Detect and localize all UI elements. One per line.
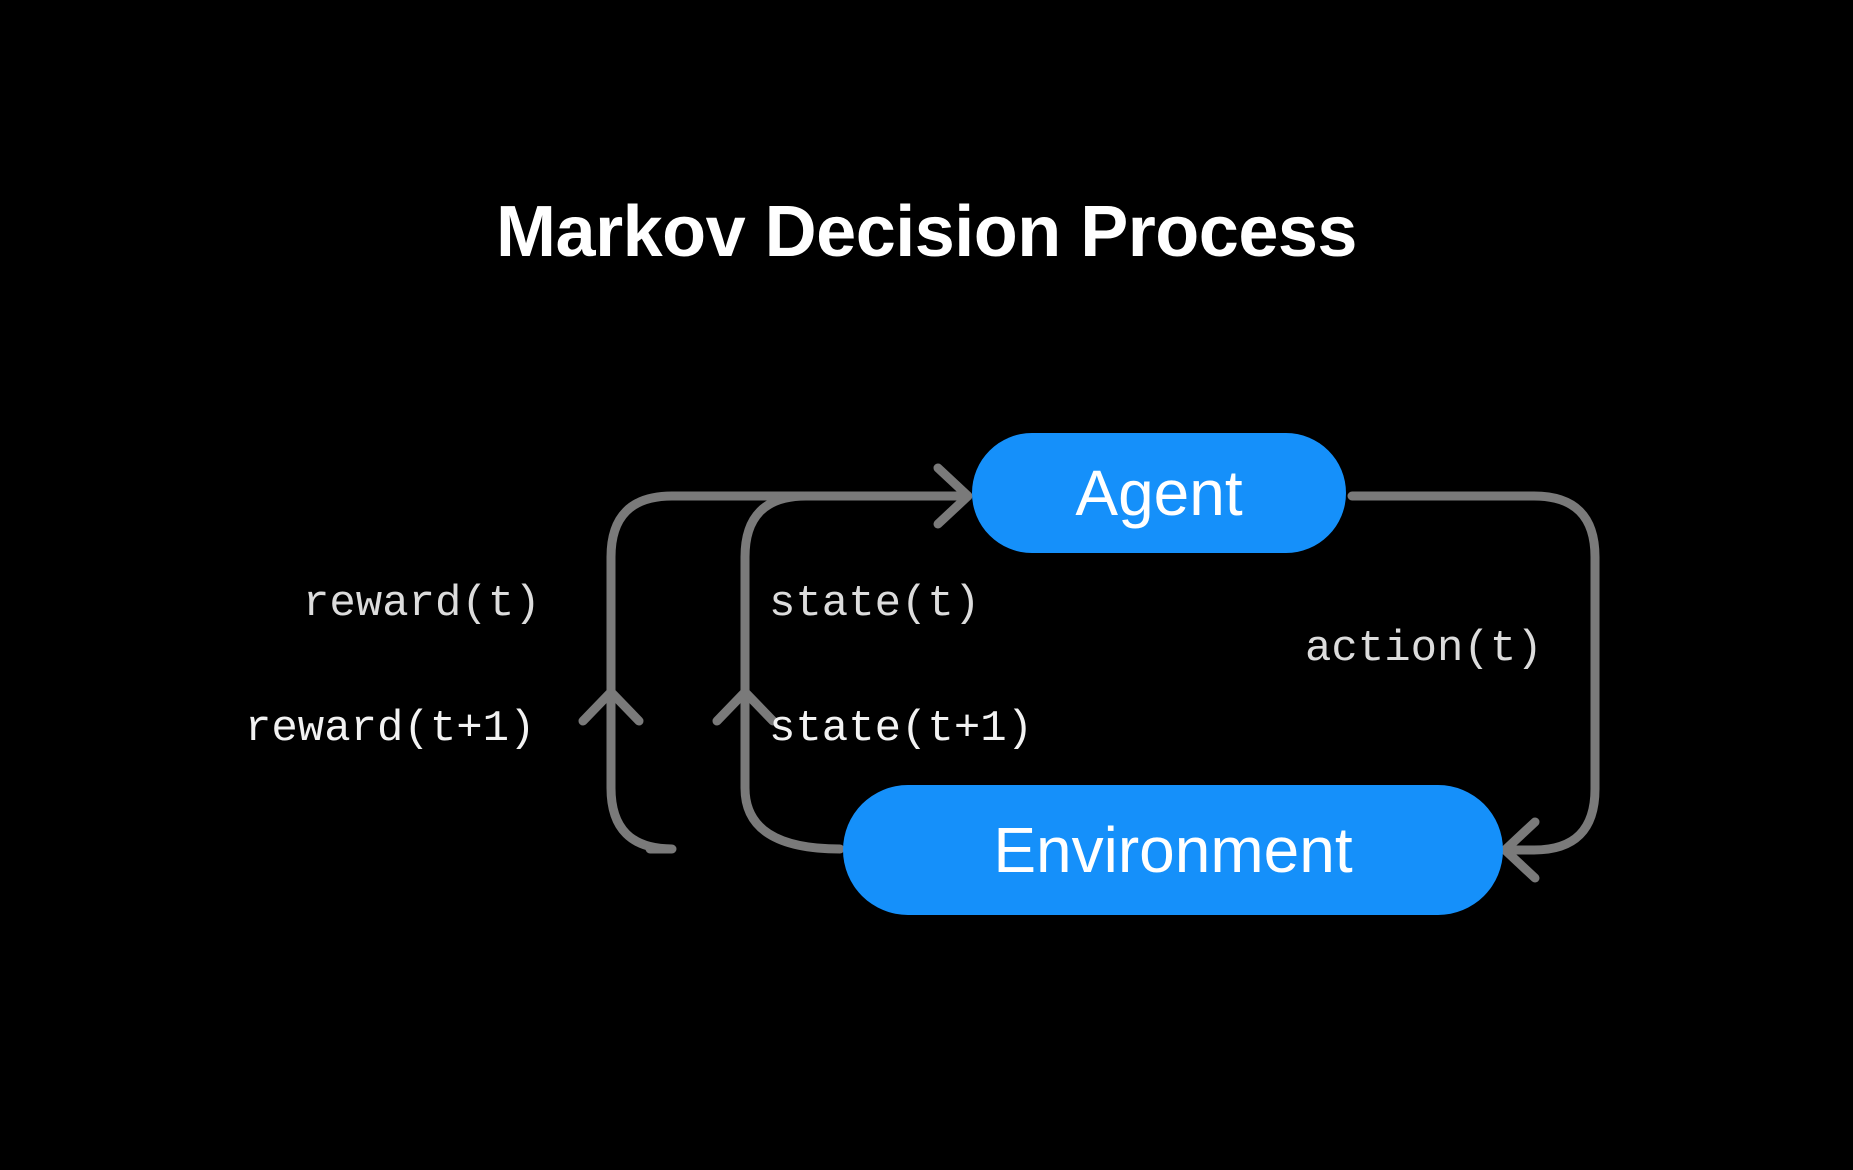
edge-reward-arrowhead-up <box>578 687 644 726</box>
node-environment[interactable]: Environment <box>843 785 1503 915</box>
edge-label-reward-t-plus-1: reward(t+1) <box>245 704 536 754</box>
node-agent-label: Agent <box>1075 457 1243 529</box>
edge-label-state-t-plus-1: state(t+1) <box>769 704 1034 754</box>
edge-action-arrowhead-left <box>1500 817 1540 883</box>
edge-state-arrowhead-up <box>712 687 778 726</box>
page-title: Markov Decision Process <box>496 192 1357 272</box>
edge-into-agent-arrowhead <box>933 463 973 529</box>
edge-label-action-t: action(t) <box>1305 624 1543 674</box>
edge-label-state-t: state(t) <box>769 579 981 629</box>
edge-label-reward-t: reward(t) <box>303 579 541 629</box>
node-environment-label: Environment <box>993 814 1353 886</box>
node-agent[interactable]: Agent <box>972 433 1346 553</box>
